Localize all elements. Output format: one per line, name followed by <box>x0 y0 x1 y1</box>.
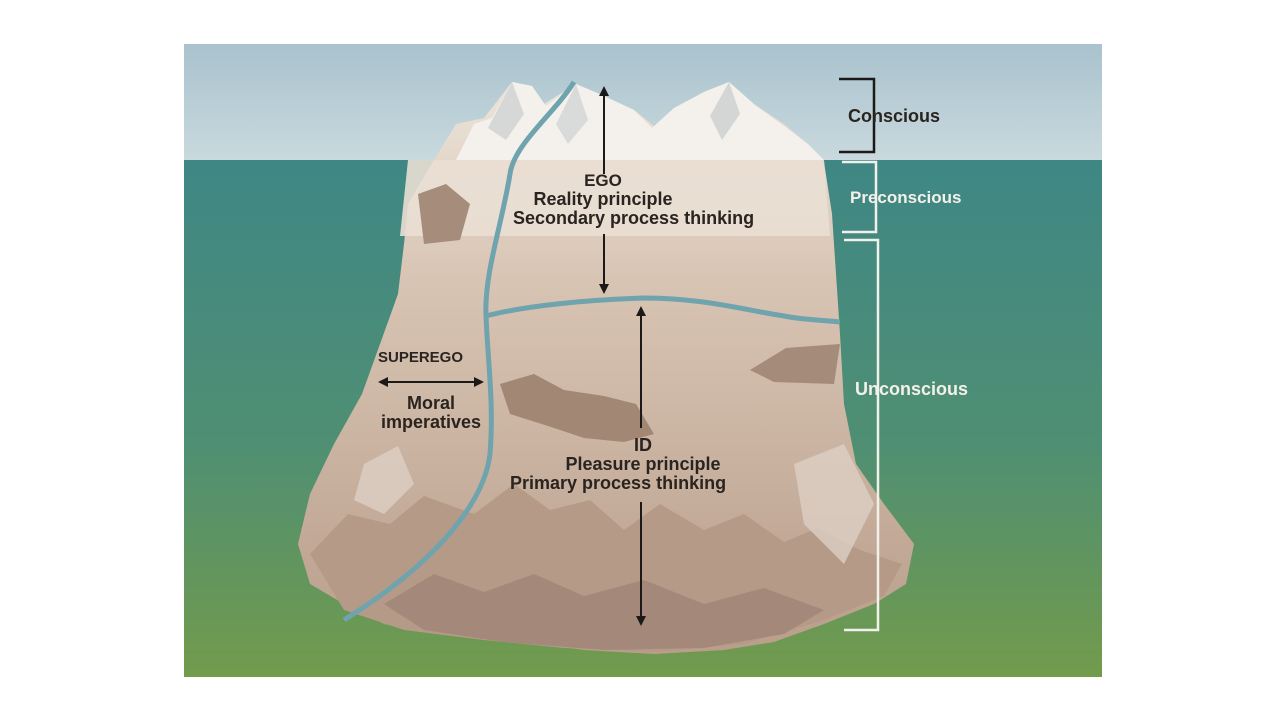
ego-reality-principle: Reality principle <box>533 188 673 209</box>
preconscious-bracket <box>842 160 878 234</box>
iceberg-diagram: Conscious Preconscious Unconscious EGO R… <box>184 44 1102 677</box>
ego-title: EGO <box>584 171 622 190</box>
id-pleasure-principle: Pleasure principle <box>565 453 721 474</box>
peak-shadow-3 <box>710 82 740 140</box>
ice-highlight-left <box>354 446 414 514</box>
ego-block: EGO Reality principle Secondary process … <box>494 172 814 228</box>
superego-boundary <box>342 80 577 623</box>
rock-shade-left <box>418 184 470 244</box>
id-primary-process: Primary process thinking <box>510 472 727 493</box>
ego-arrow-head-down <box>599 284 609 294</box>
rock-shade-right <box>750 344 840 384</box>
iceberg-illustration <box>184 44 1102 677</box>
ego-secondary-process: Secondary process thinking <box>513 207 755 228</box>
unconscious-bracket <box>844 238 880 632</box>
superego-arrow-head-left <box>378 377 388 387</box>
id-title: ID <box>634 435 652 455</box>
label-unconscious: Unconscious <box>855 379 969 399</box>
peak-shadow-2 <box>556 84 588 144</box>
rock-shade-mid <box>500 374 654 442</box>
ego-id-boundary <box>485 295 841 325</box>
label-preconscious: Preconscious <box>850 188 962 207</box>
ice-highlight-right <box>794 444 874 564</box>
peak-shadow-1 <box>488 82 524 140</box>
superego-moral: Moral <box>406 393 455 413</box>
id-arrow-head-down <box>636 616 646 626</box>
superego-arrow-head-right <box>474 377 484 387</box>
id-block: ID Pleasure principle Primary process th… <box>510 435 780 493</box>
superego-block: Moral imperatives <box>366 394 496 432</box>
label-conscious: Conscious <box>848 106 941 126</box>
id-arrow-head-up <box>636 306 646 316</box>
conscious-bracket <box>839 77 876 154</box>
rock-shade-deep <box>384 574 824 650</box>
superego-imperatives: imperatives <box>380 411 482 432</box>
ego-arrow-head-up <box>599 86 609 96</box>
superego-title: SUPEREGO <box>378 349 464 366</box>
